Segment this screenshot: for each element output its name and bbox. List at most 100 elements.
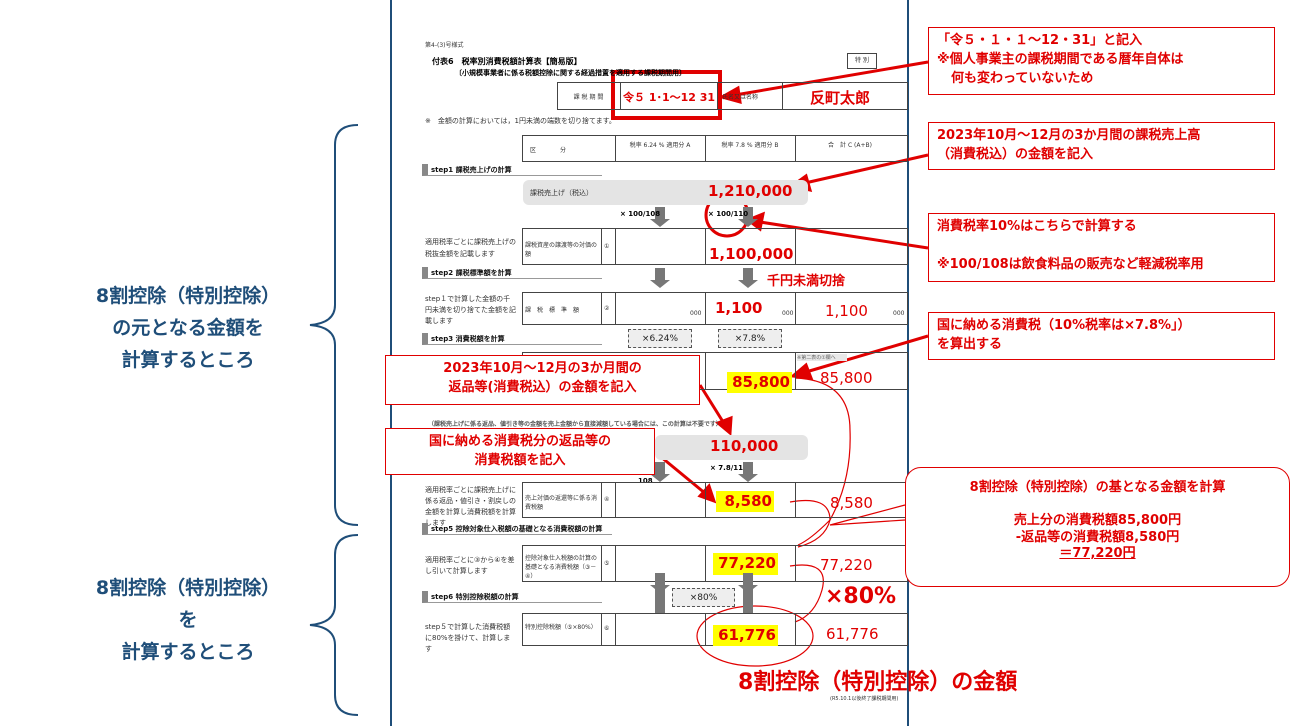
callout-line: 2023年10月～12月の3か月間の課税売上高 — [937, 128, 1201, 143]
row-description: step１で計算した金額の千円未満を切り捨てた金額を記載します — [425, 295, 516, 325]
fraction-return-reduced: 108 — [638, 477, 653, 485]
fraction-standard: × 100/110 — [708, 210, 749, 218]
period-value: 令５ 1･1～12 31 — [623, 91, 716, 104]
row-5-value-c: 77,220 — [820, 556, 873, 574]
period-label: 課 税 期 間 — [573, 94, 604, 101]
left-note-line: 8割控除（特別控除） — [95, 285, 281, 307]
callout-line: ※個人事業主の課税期間である暦年自体は — [937, 52, 1184, 67]
step2-heading: step2 課税標準額を計算 — [422, 267, 602, 279]
left-note-line: を — [178, 609, 198, 631]
step6-heading: step6 特別控除税額の計算 — [422, 591, 602, 603]
left-note-line: 8割控除（特別控除） — [95, 577, 281, 599]
times-80-note: ×80% — [825, 584, 897, 609]
left-note-line: 計算するところ — [121, 641, 255, 663]
column-header-row — [522, 135, 908, 162]
callout-base-calc: 8割控除（特別控除）の基となる金額を計算 売上分の消費税額85,800円 -返品… — [905, 467, 1290, 587]
row-label: 控除対象仕入税額の計算の基礎となる消費税額（③－④） — [525, 555, 598, 580]
result-note: 8割控除（特別控除）の金額 — [738, 670, 1018, 695]
row-4-value-c: 8,580 — [830, 494, 873, 512]
row-6-value-c: 61,776 — [826, 625, 879, 643]
row-description: 適用税率ごとに課税売上げに係る返品・値引き・割戻しの金額を計算し消費税額を計算し… — [425, 486, 516, 527]
callout-national-tax: 国に納める消費税（10%税率は×7.8%」） を算出する — [928, 312, 1275, 360]
callout-line: 2023年10月～12月の3か月間の — [443, 361, 642, 376]
rounding-note: ※ 金額の計算においては，1円未満の端数を切り捨てます。 — [425, 117, 616, 125]
brace-bottom — [309, 534, 359, 716]
row-number: ⑤ — [604, 560, 610, 567]
period-highlight-box — [611, 70, 722, 120]
callout-returns-tax: 国に納める消費税分の返品等の 消費税額を記入 — [385, 428, 655, 475]
step3-heading: step3 消費税額を計算 — [422, 333, 602, 345]
row-description: step５で計算した消費税額に80%を掛けて、計算します — [425, 623, 511, 653]
callout-line: 国に納める消費税分の返品等の — [428, 434, 611, 449]
arrow-down-icon — [650, 207, 670, 227]
callout-line: 国に納める消費税（10%税率は×7.8%」） — [937, 318, 1191, 333]
left-note-base-amount: 8割控除（特別控除） の元となる金額を 計算するところ — [58, 280, 318, 376]
fraction-return: × 7.8/110 — [710, 464, 748, 472]
callout-line: を算出する — [937, 337, 1003, 352]
row-1 — [522, 228, 908, 265]
callout-line: -返品等の消費税額8,580円 — [1015, 530, 1180, 545]
handdrawn-marks — [696, 192, 906, 667]
period-table — [557, 82, 908, 110]
returns-row — [655, 435, 808, 460]
row-label: 課税資産の譲渡等の対価の額 — [525, 242, 598, 258]
row-2-value-c: 1,100 — [825, 302, 868, 320]
column-header: 区 分 — [530, 147, 567, 154]
name-label: 氏名又は名称 — [722, 94, 759, 101]
cell-hint: ※第二表の①欄へ — [797, 354, 847, 361]
row-2-suffix-a: 000 — [690, 310, 702, 317]
page-border-right — [907, 0, 909, 726]
form-number: 第4-(3)号様式 — [425, 42, 464, 49]
callout-rate: 消費税率10%はこちらで計算する ※100/108は飲食料品の販売など軽減税率用 — [928, 213, 1275, 282]
round-down-note: 千円未満切捨 — [767, 274, 846, 289]
row-number: ④ — [604, 496, 610, 503]
column-header: 合 計 C (A+B) — [828, 142, 872, 149]
row-4-value-b: 8,580 — [716, 491, 774, 512]
row-2-value-b: 1,100 — [715, 299, 763, 317]
row-number: ⑥ — [604, 625, 610, 632]
brace-top — [309, 124, 359, 526]
arrow-down-icon — [650, 573, 670, 613]
callout-sales: 2023年10月～12月の3か月間の課税売上高 （消費税込）の金額を記入 — [928, 122, 1275, 170]
callout-period: 「令５・１・１～12・31」と記入 ※個人事業主の課税期間である暦年自体は 何も… — [928, 27, 1275, 95]
taxable-sales-value: 1,210,000 — [708, 182, 793, 200]
row-description: 適用税率ごとに③から④を差し引いて計算します — [425, 556, 515, 575]
left-note-line: 計算するところ — [121, 349, 255, 371]
special-label: 特 別 — [847, 53, 877, 69]
form-title: 付表6 税率別消費税額計算表【簡易版】 — [432, 57, 582, 66]
taxable-sales-row — [523, 180, 808, 205]
callout-line: 「令５・１・１～12・31」と記入 — [937, 33, 1143, 48]
row-2-suffix-c: 000 — [893, 310, 905, 317]
multiplier-reduced: ×6.24% — [628, 329, 692, 348]
row-number: ② — [604, 305, 610, 312]
column-header: 税率 6.24 % 適用分 A — [629, 142, 691, 149]
callout-line: （消費税込）の金額を記入 — [937, 147, 1094, 162]
form-subtitle: 〔小規模事業者に係る税額控除に関する経過措置を適用する課税期間用〕 — [455, 69, 686, 77]
row-2-suffix-b: 000 — [782, 310, 794, 317]
callout-line: 消費税額を記入 — [474, 453, 566, 468]
arrow-down-icon — [650, 268, 670, 288]
row-3-value-b: 85,800 — [727, 372, 792, 393]
callout-line: ＝77,220円 — [1059, 546, 1136, 561]
fraction-reduced: × 100/108 — [620, 210, 661, 218]
step4-note: （課税売上げに係る返品、値引き等の金額を売上金額から直接減額している場合には、こ… — [428, 421, 722, 428]
left-note-line: の元となる金額を — [112, 317, 264, 339]
row-6-value-b: 61,776 — [713, 625, 778, 646]
arrow-down-icon — [738, 207, 758, 227]
arrow-down-icon — [738, 573, 758, 613]
arrow-down-icon — [738, 462, 758, 482]
row-label: 売上対価の返還等に係る消費税額 — [525, 495, 598, 511]
row-3-value-c: 85,800 — [820, 369, 873, 387]
returns-value: 110,000 — [710, 437, 779, 455]
multiplier-standard: ×7.8% — [718, 329, 782, 348]
callout-line: 売上分の消費税額85,800円 — [1013, 513, 1182, 528]
row-number: ① — [604, 243, 610, 250]
arrow-down-icon — [650, 462, 670, 482]
callout-line: 消費税率10%はこちらで計算する — [937, 219, 1137, 234]
form-footer: (R5.10.1以後終了課税期間用) — [830, 696, 899, 702]
row-5-value-b: 77,220 — [713, 553, 778, 575]
arrow-down-icon — [738, 268, 758, 288]
callout-line: 返品等(消費税込）の金額を記入 — [448, 380, 637, 395]
multiplier-80: ×80% — [672, 588, 735, 607]
